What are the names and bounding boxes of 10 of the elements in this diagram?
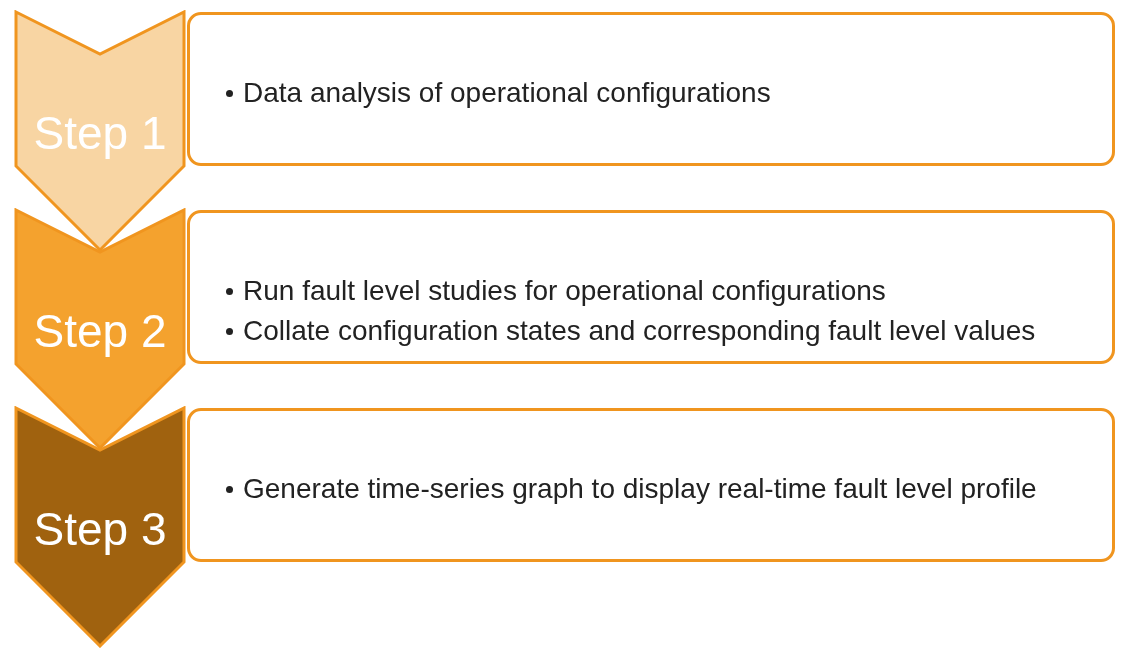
step-label: Step 2	[32, 304, 168, 358]
step-label: Step 3	[32, 502, 168, 556]
bullet-text: Data analysis of operational configurations	[243, 76, 771, 110]
bullet-text: Collate configuration states and corresponding fault level values	[243, 314, 1036, 348]
step-label: Step 1	[32, 106, 168, 160]
bullet-text: Run fault level studies for operational configurations	[243, 274, 886, 308]
step-box	[187, 210, 1115, 364]
bullet-text: Generate time-series graph to display real-time fault level profile	[243, 472, 1037, 506]
step-box	[187, 12, 1115, 166]
step-box	[187, 408, 1115, 562]
